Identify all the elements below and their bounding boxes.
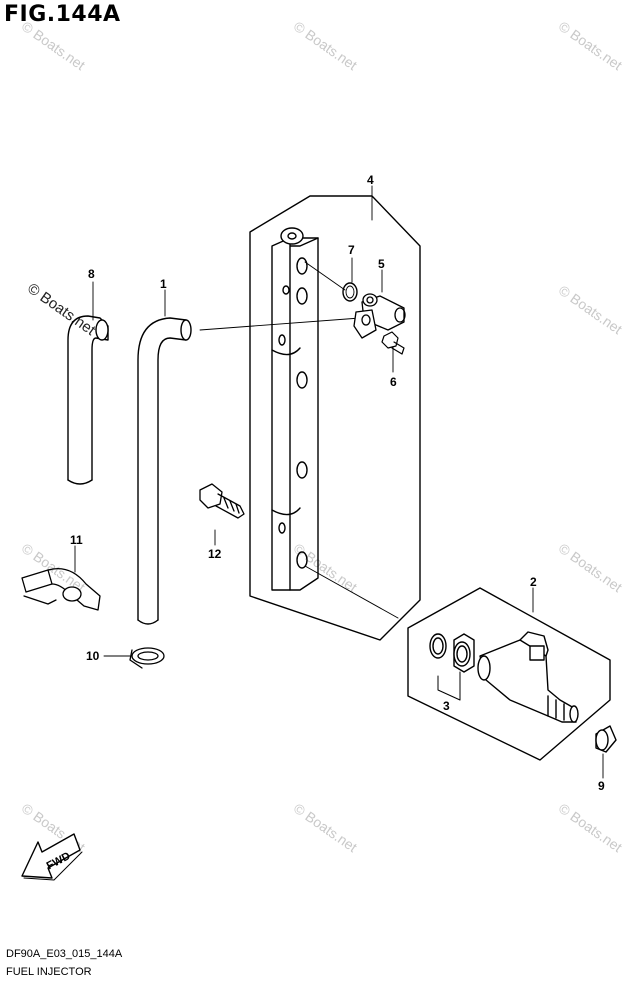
injector-cap-part-9 [595,725,617,753]
figure-title: FIG.144A [4,2,121,27]
callout-7: 7 [348,243,355,257]
figure-name: FUEL INJECTOR [6,966,92,978]
callout-2: 2 [530,575,537,589]
o-ring-part-7 [342,282,358,302]
injector-assembly-box [407,587,611,761]
leader-lines [74,185,604,779]
fuel-injector [477,631,579,723]
callout-8: 8 [88,267,95,281]
hose-clip-part-11 [21,567,101,611]
hose-part-8 [67,315,109,485]
callout-11: 11 [70,533,83,547]
callout-3: 3 [443,699,450,713]
callout-6: 6 [390,375,397,389]
callout-12: 12 [208,547,222,561]
fuel-hose-part-1 [137,317,192,625]
callout-numbers: 1 2 3 4 5 6 7 8 9 10 11 12 [70,173,605,793]
bolt-part-6 [381,331,405,355]
callout-10: 10 [86,649,100,663]
bolt-part-12 [199,483,245,519]
callout-5: 5 [378,257,385,271]
fuel-rail-assembly-box [249,195,421,641]
forward-direction-arrow: FWD [21,833,83,881]
hose-clamp-part-10 [129,647,165,669]
fuel-fitting-part-5 [353,293,406,339]
callout-4: 4 [367,173,374,187]
fuel-rail [271,227,319,591]
callout-9: 9 [598,779,605,793]
callout-1: 1 [160,277,167,291]
seal-set-part-3 [429,633,475,701]
figure-code: DF90A_E03_015_144A [6,948,123,960]
